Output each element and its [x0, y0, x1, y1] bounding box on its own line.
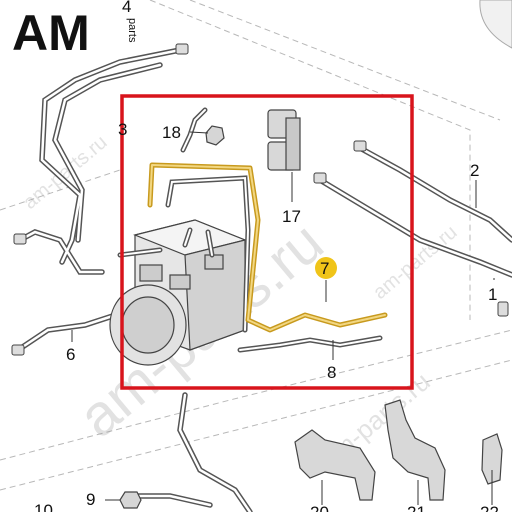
highlighted-brake-line	[147, 162, 388, 333]
callout-17: 17	[282, 207, 301, 226]
callout-4: 4	[122, 0, 131, 16]
frame-lines	[117, 107, 383, 353]
callout-1: 1	[488, 285, 497, 304]
callout-3: 3	[118, 120, 127, 139]
callout-10: 10	[34, 501, 53, 512]
callout-21: 21	[407, 503, 426, 512]
callout-9: 9	[86, 490, 95, 509]
callout-7: 7	[320, 259, 329, 278]
callout-18: 18	[162, 123, 181, 142]
watermark: am-parts.ru	[369, 221, 461, 304]
watermark: am-parts.ru	[19, 131, 111, 214]
clip-9	[119, 491, 142, 509]
callout-20: 20	[310, 503, 329, 512]
callout-8: 8	[327, 363, 336, 382]
bracket-17	[267, 109, 301, 171]
callout-badge-7	[315, 257, 337, 279]
clips-20-21-22	[294, 399, 503, 501]
line-fittings	[11, 43, 509, 356]
callout-22: 22	[480, 503, 499, 512]
logo-sub-text: parts	[126, 18, 138, 43]
am-parts-logo: AM parts	[12, 5, 138, 61]
logo-main-text: AM	[12, 5, 90, 61]
highlight-frame	[120, 94, 414, 390]
callouts: 4 3 18 17 2 1 7 6 8 10 9 20 21 22	[34, 0, 499, 512]
callout-2: 2	[470, 161, 479, 180]
brake-lines	[15, 47, 512, 512]
vehicle-part-topright	[479, 0, 512, 49]
leader-lines	[71, 131, 495, 505]
nut-18	[205, 125, 225, 146]
callout-6: 6	[66, 345, 75, 364]
